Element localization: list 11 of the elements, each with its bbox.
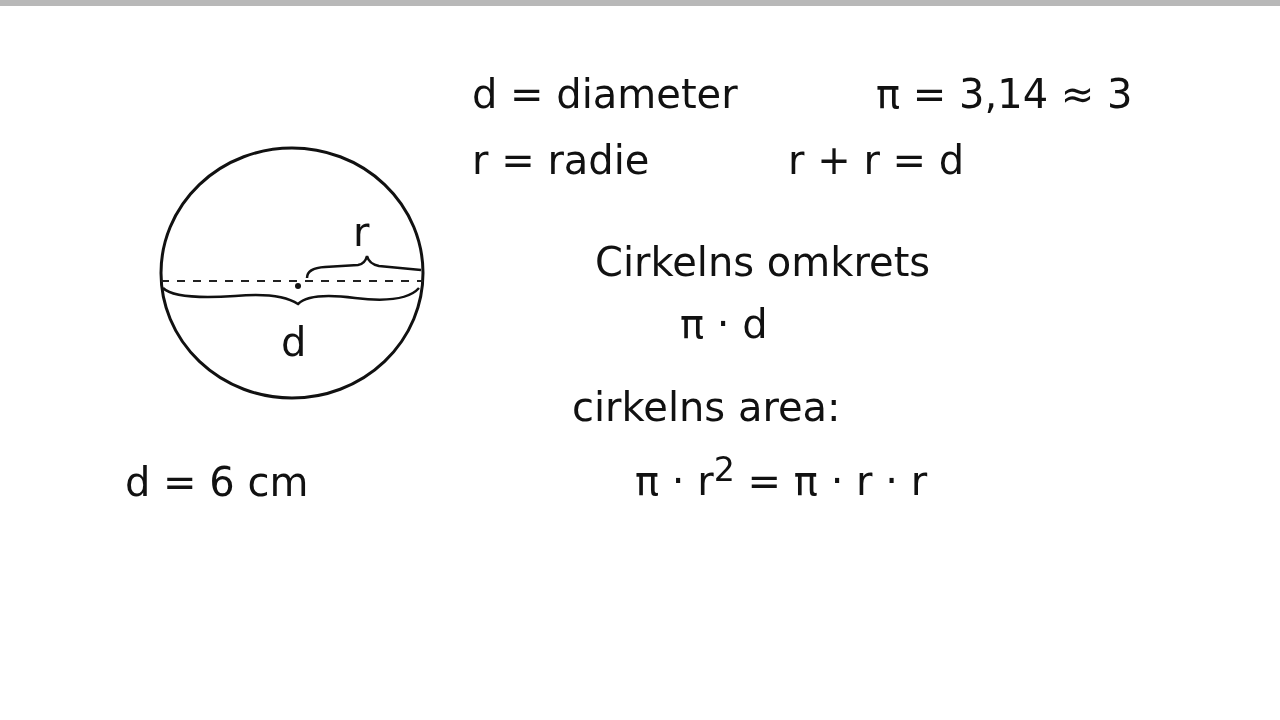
definition-text: d = diameter [472, 72, 738, 116]
definition-text: r = radie [472, 138, 650, 182]
pi-value-text: π = 3,14 ≈ 3 [876, 72, 1133, 116]
heading-text: Cirkelns omkrets [595, 240, 931, 284]
formula-text: π · r$^{2}$ = π · r · r [635, 452, 928, 504]
equation-text: r + r = d [788, 138, 965, 182]
measurement-text: d = 6 cm [125, 460, 309, 504]
radius-label: r [353, 210, 370, 254]
heading-text: cirkelns area: [572, 385, 841, 429]
formula-text: π · d [680, 302, 768, 346]
diameter-label: d [281, 320, 307, 364]
